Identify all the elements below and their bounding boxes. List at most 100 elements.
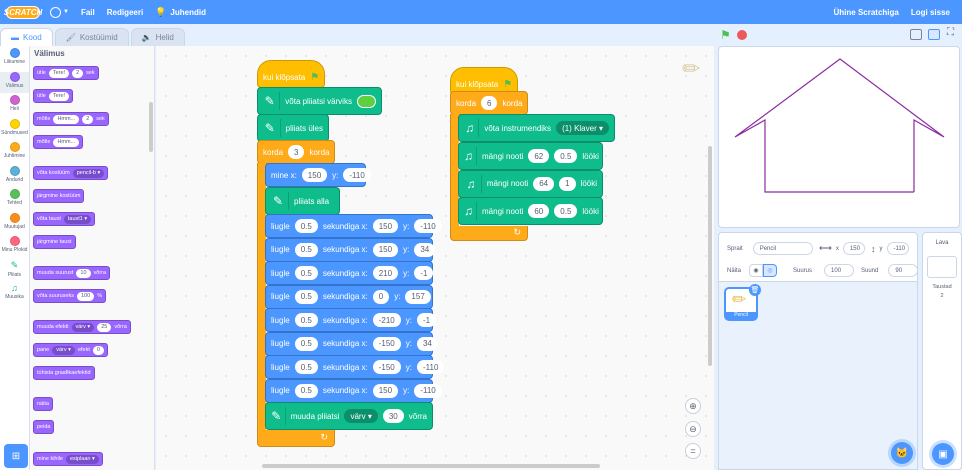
backdrop-thumbnail[interactable]	[927, 256, 957, 278]
costume-dropdown[interactable]: pencil-b ▾	[72, 168, 105, 178]
category-control[interactable]: Juhtimine	[0, 142, 29, 164]
file-menu[interactable]: Fail	[80, 7, 95, 17]
secs-input[interactable]: 0.5	[294, 383, 318, 398]
category-music[interactable]: ♫Muusika	[0, 283, 29, 305]
workspace-horizontal-scrollbar[interactable]	[262, 464, 600, 468]
stage-target-panel[interactable]: Lava Taustad 2 ▣	[922, 232, 962, 470]
color-picker-input[interactable]	[356, 94, 376, 108]
edit-menu[interactable]: Redigeeri	[106, 7, 144, 17]
stage-canvas[interactable]	[718, 46, 960, 228]
block-input[interactable]: 2	[72, 68, 84, 78]
block-glide-to-xy[interactable]: liugle 0.5 sekundiga x: 150 y: -110	[265, 378, 442, 403]
block-input[interactable]: 10	[76, 268, 91, 278]
x-input[interactable]: 150	[301, 168, 328, 182]
join-scratch-link[interactable]: Ühine Scratchiga	[833, 7, 899, 17]
block-play-note[interactable]: ♫ mängi nooti 62 0.5 lööki	[458, 142, 603, 170]
note-input[interactable]: 62	[528, 149, 550, 163]
block-input[interactable]: 25	[97, 322, 112, 332]
y-position-input[interactable]: -110	[886, 242, 909, 255]
category-sensing[interactable]: Andurid	[0, 165, 29, 188]
y-input[interactable]: 34	[414, 242, 436, 257]
block-show[interactable]: näita	[33, 397, 53, 411]
tab-costumes[interactable]: 🖌Kostüümid	[54, 28, 129, 46]
category-variables[interactable]: Muutujad	[0, 212, 29, 235]
secs-input[interactable]: 0.5	[294, 360, 318, 374]
language-menu[interactable]: ▼	[50, 6, 69, 18]
secs-input[interactable]: 0.5	[294, 242, 318, 257]
secs-input[interactable]: 0.5	[294, 289, 318, 304]
x-input[interactable]: -210	[372, 313, 401, 327]
y-input[interactable]: -1	[414, 266, 434, 280]
workspace-vertical-scrollbar[interactable]	[708, 146, 712, 366]
y-input[interactable]: 157	[405, 289, 431, 304]
delete-sprite-button[interactable]: 🗑	[749, 284, 761, 296]
effect-dropdown[interactable]: värv ▾	[71, 322, 95, 332]
block-input[interactable]: Tere!	[48, 91, 70, 101]
category-events[interactable]: Sündmused	[0, 118, 29, 141]
block-glide-to-xy[interactable]: liugle 0.5 sekundiga x: 150 y: -110	[265, 214, 442, 238]
category-pen[interactable]: ✎Pliiats	[0, 260, 29, 282]
stop-icon[interactable]	[737, 30, 747, 40]
block-glide-to-xy[interactable]: liugle 0.5 sekundiga x: 0 y: 157	[265, 284, 433, 309]
block-input[interactable]: 2	[82, 114, 94, 124]
y-input[interactable]: -110	[343, 168, 371, 182]
block-input[interactable]: 0	[92, 345, 104, 355]
block-next-costume[interactable]: järgmine kostüüm	[33, 189, 85, 203]
block-input[interactable]: Hmm...	[53, 137, 80, 147]
zoom-reset-button[interactable]: =	[685, 443, 701, 459]
x-input[interactable]: -150	[372, 360, 401, 374]
block-glide-to-xy[interactable]: liugle 0.5 sekundiga x: 210 y: -1	[265, 261, 434, 285]
x-input[interactable]: 210	[372, 266, 399, 280]
green-flag-icon[interactable]: ⚑	[720, 28, 731, 42]
repeat-count-input[interactable]: 6	[481, 96, 498, 110]
beats-input[interactable]: 1	[559, 176, 576, 191]
category-my-blocks[interactable]: Minu Plokid	[0, 236, 29, 258]
pen-param-dropdown[interactable]: värv ▾	[344, 409, 378, 423]
note-input[interactable]: 64	[533, 176, 555, 191]
layer-dropdown[interactable]: esiplaan ▾	[65, 454, 99, 464]
size-input[interactable]: 100	[824, 264, 855, 277]
x-input[interactable]: 150	[372, 219, 399, 233]
block-glide-to-xy[interactable]: liugle 0.5 sekundiga x: -210 y: -1	[265, 308, 437, 332]
scratch-logo[interactable]: SCRATCH	[3, 5, 43, 19]
y-input[interactable]: -110	[414, 383, 442, 398]
block-play-note[interactable]: ♫ mängi nooti 60 0.5 lööki	[458, 197, 603, 225]
y-input[interactable]: 34	[416, 336, 438, 351]
block-glide-to-xy[interactable]: liugle 0.5 sekundiga x: 150 y: 34	[265, 237, 436, 262]
x-input[interactable]: 150	[372, 242, 399, 257]
zoom-in-button[interactable]: ⊕	[685, 398, 701, 414]
zoom-out-button[interactable]: ⊖	[685, 421, 701, 437]
block-play-note[interactable]: ♫ mängi nooti 64 1 lööki	[458, 169, 603, 198]
x-position-input[interactable]: 150	[842, 242, 865, 255]
small-stage-icon[interactable]	[910, 29, 922, 40]
x-input[interactable]: 150	[372, 383, 399, 398]
block-next-backdrop[interactable]: järgmine taust	[33, 235, 76, 249]
block-input[interactable]: Hmm...	[53, 114, 80, 124]
fullscreen-icon[interactable]: ⛶	[947, 27, 954, 38]
beats-input[interactable]: 0.5	[554, 149, 578, 163]
sign-in-link[interactable]: Logi sisse	[910, 7, 950, 17]
category-looks[interactable]: Välimus	[0, 71, 29, 93]
sprite-name-input[interactable]: Pencil	[752, 242, 813, 255]
block-input[interactable]: 100	[77, 291, 95, 301]
block-pen-up[interactable]: ✎pliiats üles	[257, 114, 329, 142]
block-glide-to-xy[interactable]: liugle 0.5 sekundiga x: -150 y: 34	[265, 331, 438, 356]
choose-backdrop-button[interactable]: ▣	[932, 443, 954, 465]
add-extension-button[interactable]: ⊞	[4, 444, 28, 468]
direction-input[interactable]: 90	[888, 264, 919, 277]
category-sound[interactable]: Heli	[0, 95, 29, 117]
block-input[interactable]: Tere!	[48, 68, 70, 78]
sprite-tile-pencil[interactable]: ✏ 🗑 Pencil	[724, 284, 761, 321]
block-pen-down[interactable]: ✎pliiats alla	[265, 187, 340, 215]
secs-input[interactable]: 0.5	[294, 336, 318, 351]
note-input[interactable]: 60	[528, 204, 550, 218]
